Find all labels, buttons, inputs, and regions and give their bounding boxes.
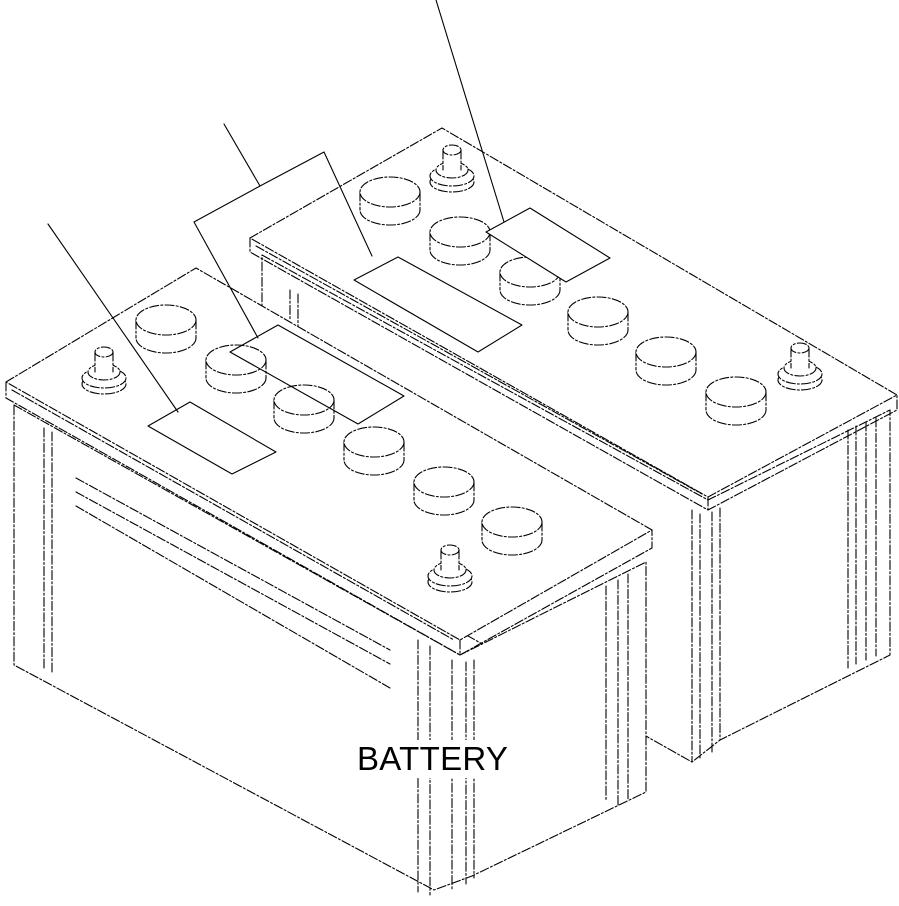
cell-cap — [635, 336, 697, 386]
cell-cap — [135, 304, 197, 354]
terminal-post — [777, 342, 823, 391]
rear-battery-caps — [359, 176, 767, 426]
cell-cap — [343, 426, 405, 476]
cell-cap — [205, 344, 267, 394]
cell-cap — [705, 376, 767, 426]
terminal-post — [427, 544, 473, 593]
cell-cap — [567, 296, 629, 346]
rear-decal-small — [485, 207, 611, 283]
front-lid-rim — [5, 381, 653, 656]
front-side-rib — [75, 505, 391, 689]
rear-lid-rim — [255, 245, 703, 495]
terminal-post — [81, 346, 127, 395]
front-decal-large — [229, 324, 405, 425]
front-side-rib — [75, 491, 391, 665]
rear-decal-large — [353, 256, 523, 353]
cell-cap — [413, 466, 475, 516]
leader-line — [259, 151, 373, 257]
front-battery-caps — [135, 304, 543, 556]
cell-cap — [481, 506, 543, 556]
front-side-rib — [75, 477, 391, 651]
front-battery-terminals — [81, 346, 473, 593]
leader-line — [193, 123, 261, 339]
cell-cap — [359, 176, 421, 226]
leader-lines — [47, 0, 505, 413]
terminal-post — [429, 144, 475, 193]
cell-cap — [273, 384, 335, 434]
leader-line — [435, 0, 505, 223]
leader-line — [47, 223, 179, 413]
cell-cap — [429, 216, 491, 266]
rear-battery-terminals — [429, 144, 823, 391]
front-lid-rim — [11, 389, 455, 641]
battery-label: BATTERY — [355, 740, 511, 778]
